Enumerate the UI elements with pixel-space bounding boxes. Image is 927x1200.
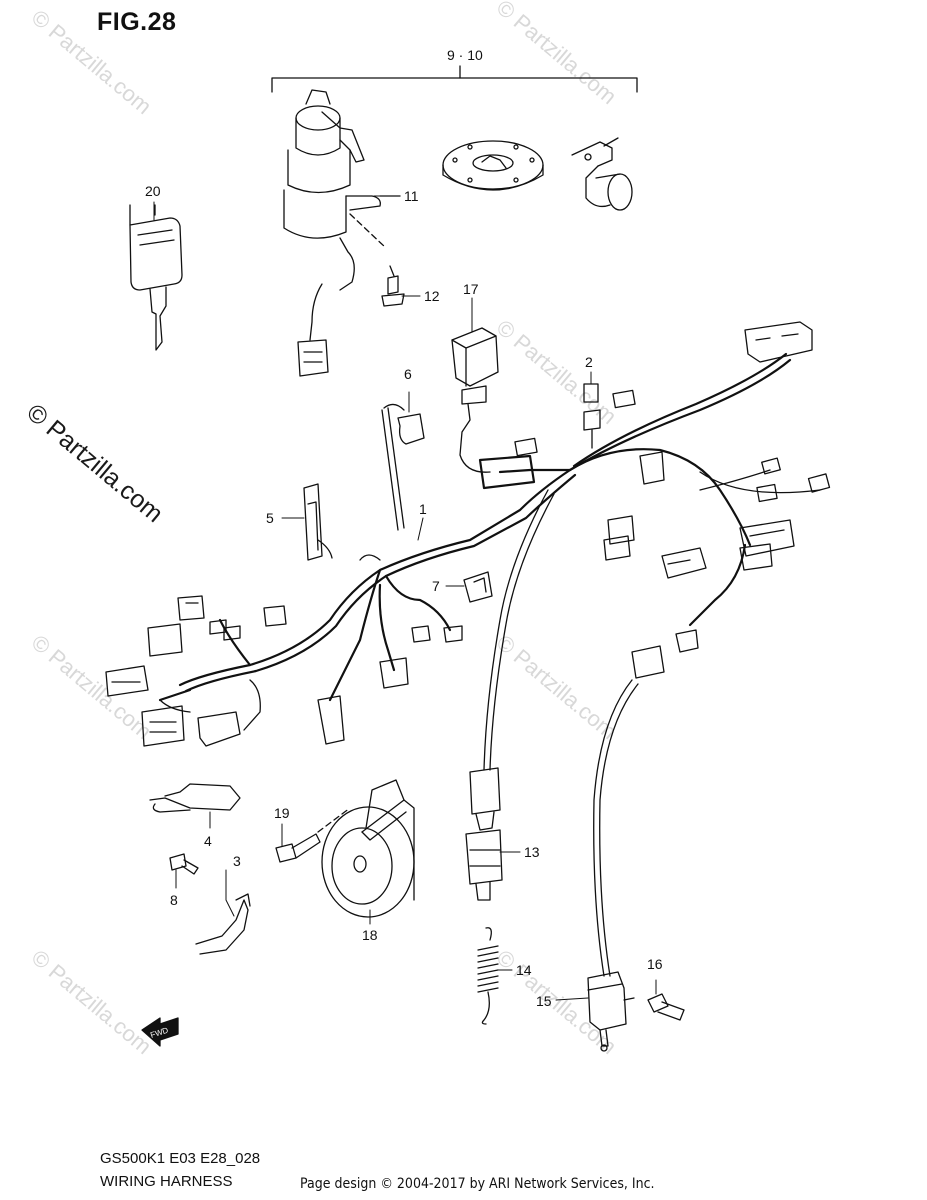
- callout-17: 17: [463, 281, 479, 297]
- callout-7: 7: [432, 578, 440, 594]
- group-bracket-9-10: [271, 65, 638, 93]
- brake-switch-part-13: [465, 767, 503, 901]
- watermark-text: © Partzilla.com: [27, 630, 157, 744]
- rear-brake-switch-part-15: [587, 971, 635, 1052]
- bolt-part-16: [647, 993, 685, 1021]
- spring-part-14: [477, 927, 499, 1025]
- callout-12: 12: [424, 288, 440, 304]
- ignition-switch-part-11: [283, 89, 401, 377]
- callout-15: 15: [536, 993, 552, 1009]
- key-part-20: [129, 204, 183, 351]
- screw-part-12: [349, 213, 405, 307]
- copyright-notice: Page design © 2004-2017 by ARI Network S…: [300, 1176, 655, 1192]
- callout-6: 6: [404, 366, 412, 382]
- callout-5: 5: [266, 510, 274, 526]
- callout-labels: 1 2 3 4 5 6 7 8 9 · 10 11 12 13 14 15 16…: [145, 47, 663, 1040]
- callout-14: 14: [516, 962, 532, 978]
- callout-8: 8: [170, 892, 178, 908]
- callout-20: 20: [145, 183, 161, 199]
- brake-switch-cable: [483, 489, 555, 771]
- callout-11: 11: [404, 188, 419, 204]
- clamp-part-5: [303, 483, 333, 561]
- callout-16: 16: [647, 956, 663, 972]
- figure-title: FIG.28: [97, 8, 177, 36]
- diagram-name: WIRING HARNESS: [100, 1173, 233, 1190]
- watermark-text: © Partzilla.com: [492, 315, 622, 429]
- horn-part-18: [321, 779, 415, 918]
- watermark-text: © Partzilla.com: [27, 5, 157, 119]
- relay-part-17: [451, 327, 499, 473]
- main-harness-part-1: [158, 352, 792, 702]
- watermark-text: © Partzilla.com: [492, 0, 622, 109]
- clamp-part-3: [195, 893, 251, 955]
- callout-18: 18: [362, 927, 378, 943]
- callout-4: 4: [204, 833, 212, 849]
- callout-13: 13: [524, 844, 540, 860]
- model-code: GS500K1 E03 E28_028: [100, 1150, 261, 1167]
- bolt-part-8: [169, 853, 199, 875]
- watermark-text: © Partzilla.com: [27, 945, 157, 1059]
- callout-9-10: 9 · 10: [447, 47, 483, 63]
- clamp-part-4: [149, 783, 241, 813]
- callout-1: 1: [419, 501, 427, 517]
- callout-2: 2: [585, 354, 593, 370]
- callout-leader-lines: [153, 195, 657, 1001]
- rear-switch-cable: [593, 679, 639, 977]
- background-watermarks: © Partzilla.com © Partzilla.com © Partzi…: [27, 0, 622, 1059]
- callout-3: 3: [233, 853, 241, 869]
- seat-lock-part-10: [571, 137, 633, 211]
- harness-connectors: [105, 321, 831, 747]
- bolt-part-19: [275, 807, 351, 863]
- fwd-arrow-icon: [141, 1017, 179, 1047]
- cable-tie-part-6: [381, 403, 425, 531]
- watermark-text: © Partzilla.com: [492, 630, 622, 744]
- callout-19: 19: [274, 805, 290, 821]
- fuel-cap-part-9: [442, 140, 544, 191]
- clip-part-7: [463, 571, 493, 603]
